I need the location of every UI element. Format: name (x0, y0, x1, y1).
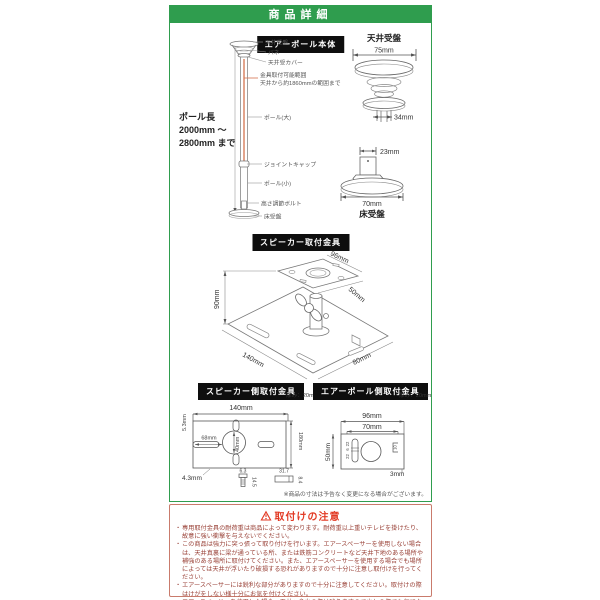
caution-item: ・ エアースペーサーには鋭利な部分がありますので十分に注意してください。取付けの… (175, 582, 426, 598)
label-speaker-side-plate: スピーカー側取付金具 (198, 383, 304, 400)
label-pole-body: エアーポール本体 (256, 36, 345, 53)
dim-31-7: 31.7 (279, 469, 289, 475)
dim-40mm: 40mm (235, 436, 241, 452)
speaker-plate-thickness: 厚み：20mm (286, 393, 319, 399)
part-label-ceiling-plate: 天井受盤 (265, 39, 288, 47)
pole-length-line: 2800mm まで (179, 138, 236, 148)
bullet: ・ (175, 599, 182, 600)
caution-item-text: エアースペーサーを使用した場合、天井へ多少の傷は残りますので少しの傷でも気になさ… (182, 599, 426, 600)
size-change-note: ※商品の寸法は予告なく変更になる場合がございます。 (283, 492, 427, 498)
dim-50mm: 50mm (325, 443, 332, 461)
part-label-pole-small: ポール(小) (264, 180, 291, 188)
dim-slot-22-bottom: 22 (345, 454, 350, 459)
caution-item: ・ エアースペーサーを使用した場合、天井へ多少の傷は残りますので少しの傷でも気に… (175, 599, 426, 600)
dim-4-3mm: 4.3mm (182, 475, 202, 482)
caution-item-text: この商品は強力に突っ張って取り付けを行います。エアースペーサーを使用しない場合は… (182, 541, 424, 582)
caution-item: ・ 専用取付金具の耐荷重は商品によって変わります。耐荷重以上重いテレビを掛けたり… (175, 525, 426, 541)
dim-6-3: 6.3 (240, 469, 247, 475)
part-label-ceiling-cover: 天井受カバー (268, 59, 303, 67)
dim-slot-22-top: 22 (345, 441, 350, 446)
pole-length-text: ポール長 2000mm ～ 2800mm まで (179, 111, 236, 150)
dim-140mm: 140mm (229, 405, 253, 412)
caution-item-text: エアースペーサーには鋭利な部分がありますので十分に注意してください。取付けの際は… (182, 582, 422, 598)
bullet: ・ (175, 541, 182, 549)
dim-base-depth: 80mm (352, 352, 373, 367)
dim-14-5: 14.5 (251, 477, 257, 487)
dim-5-3mm: 5.3mm (182, 414, 188, 431)
ceiling-plate-detail: 天井受盤 75mm 34mm (352, 33, 417, 122)
caution-item-text: 専用取付金具の耐荷重は商品によって変わります。耐荷重以上重いテレビを掛けたり、故… (182, 525, 422, 541)
floor-plate-detail: 23mm 70mm 床受盤 (340, 147, 404, 219)
ceiling-plate-title: 天井受盤 (367, 33, 402, 43)
caution-title-text: 取付けの注意 (274, 512, 341, 523)
dim-23mm: 23mm (380, 149, 400, 156)
dim-slot-6: 6 (345, 448, 350, 451)
dim-70mm: 70mm (362, 424, 382, 431)
label-pole-side-plate: エアーポール側取付金具 (313, 383, 428, 400)
dim-68mm: 68mm (201, 436, 217, 442)
warning-icon (259, 510, 272, 521)
dim-75mm: 75mm (374, 48, 394, 55)
pole-length-line: 2000mm ～ (179, 125, 227, 135)
dim-3mm: 3mm (390, 471, 404, 478)
caution-item: ・ この商品は強力に突っ張って取り付けを行います。エアースペーサーを使用しない場… (175, 541, 426, 582)
bullet: ・ (175, 525, 182, 532)
dim-70mm: 70mm (362, 201, 382, 208)
section-header-bar: 商品詳細 (169, 5, 432, 23)
part-label-floor-plate: 床受盤 (264, 213, 282, 221)
caution-list: ・ 専用取付金具の耐荷重は商品によって変わります。耐荷重以上重いテレビを掛けたり… (175, 525, 426, 600)
label-speaker-bracket: スピーカー取付金具 (252, 234, 349, 251)
pole-plate-thickness: 厚み：20mm (399, 393, 432, 399)
caution-box: 取付けの注意 ・ 専用取付金具の耐荷重は商品によって変わります。耐荷重以上重いテ… (169, 504, 432, 600)
part-label-range-1: 金具取付可能範囲 (260, 71, 307, 79)
dim-height: 90mm (214, 289, 221, 309)
caution-title: 取付けの注意 (170, 508, 431, 523)
part-label-range-2: 天井から約1860mmの範囲まで (260, 79, 341, 87)
dim-base-length: 140mm (241, 352, 265, 370)
dim-96mm: 96mm (362, 413, 382, 420)
part-label-height-bolt: 高さ調節ボルト (261, 200, 302, 208)
product-detail-box: 商品詳細 エアーポール本体 ポール長 2000mm ～ 2800mm まで (169, 5, 432, 502)
bullet: ・ (175, 582, 182, 590)
dim-tab-10: 10 (393, 445, 398, 450)
floor-plate-title: 床受盤 (359, 209, 385, 219)
dim-34mm: 34mm (394, 115, 414, 122)
part-label-pole-large: ポール(大) (264, 114, 291, 122)
speaker-bracket-3d-diagram: 96mm 50mm 90mm 140mm 80mm (214, 251, 394, 380)
pole-plate-drawing: 96mm 70mm 50mm 22 6 22 10 (325, 413, 404, 478)
dim-180mm: 180mm (297, 432, 303, 451)
pole-length-line: ポール長 (179, 112, 216, 122)
dim-8-4: 8.4 (297, 477, 303, 484)
dim-top-depth: 50mm (347, 286, 367, 304)
part-label-spring: バネ (268, 50, 280, 57)
pole-diagram: 天井受盤 バネ 天井受カバー 金具取付可能範囲 天井から約1860mmの範囲まで… (228, 39, 341, 221)
speaker-plate-drawing: 140mm 5.3mm 40mm 68mm (182, 405, 303, 487)
part-label-joint-cap: ジョイントキャップ (264, 162, 316, 169)
